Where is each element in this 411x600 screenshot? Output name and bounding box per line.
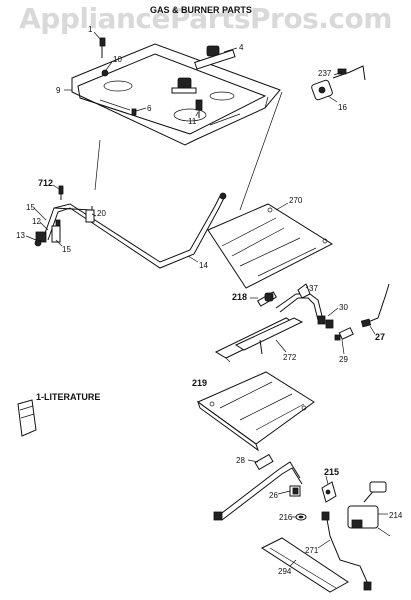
callout-leaders — [25, 31, 388, 567]
burner-box — [71, 43, 281, 146]
broiler-shield-219 — [197, 371, 315, 452]
orifice-29 — [334, 327, 354, 341]
burner-screw-1 — [99, 37, 106, 58]
bracket-215 — [321, 481, 337, 503]
broiler-burner-tube-28 — [213, 453, 303, 521]
callout-20: 20 — [97, 209, 106, 218]
burner-bracket-11 — [195, 99, 203, 118]
callout-219: 219 — [192, 378, 207, 388]
callout-294: 294 — [278, 567, 292, 576]
rail-294 — [260, 537, 349, 593]
callout-4: 4 — [239, 43, 244, 52]
bracket-37 — [297, 283, 311, 299]
callout-14: 14 — [199, 261, 208, 270]
clip-26 — [289, 485, 301, 497]
burner-screw-6 — [131, 108, 137, 116]
callout-10: 10 — [113, 55, 122, 64]
callout-215: 215 — [324, 467, 339, 477]
burner-shield-270 — [207, 203, 334, 289]
callout-26: 26 — [269, 491, 278, 500]
callout-labels: 1 4 10 9 6 11 237 16 712 15 20 12 13 15 … — [16, 25, 403, 576]
burner-valve-assembly-4 — [171, 45, 236, 94]
callout-237: 237 — [318, 69, 332, 78]
callout-16: 16 — [338, 103, 347, 112]
callout-9: 9 — [56, 86, 61, 95]
burner-grommet-10 — [101, 69, 109, 77]
igniter-218 — [257, 291, 277, 307]
callout-712: 712 — [38, 178, 53, 188]
callout-214: 214 — [389, 511, 403, 520]
callout-12: 12 — [32, 217, 41, 226]
leader-line — [94, 139, 101, 191]
literature-booklet-icon — [17, 399, 37, 437]
callout-270: 270 — [289, 196, 303, 205]
callout-27: 27 — [375, 332, 385, 342]
callout-30: 30 — [339, 303, 348, 312]
callout-11: 11 — [188, 117, 197, 126]
callout-13: 13 — [16, 231, 25, 240]
orifice-holder-16 — [311, 65, 366, 101]
gas-line-27 — [360, 283, 390, 328]
callout-15b: 15 — [62, 245, 71, 254]
callout-6: 6 — [147, 104, 152, 113]
manifold-screw-712 — [58, 185, 64, 200]
burner-tube-272 — [214, 317, 304, 363]
callout-216: 216 — [279, 513, 293, 522]
callout-1: 1 — [88, 25, 93, 34]
callout-271: 271 — [305, 546, 319, 555]
callout-272: 272 — [283, 353, 297, 362]
callout-218: 218 — [232, 292, 247, 302]
leader-line — [239, 91, 283, 211]
callout-29: 29 — [339, 355, 348, 364]
washer-216 — [295, 513, 307, 521]
manifold-valve-15 — [34, 219, 61, 247]
callout-37: 37 — [309, 284, 318, 293]
gas-manifold-pipe-14 — [43, 192, 227, 269]
gas-tube-271 — [321, 511, 372, 591]
callout-28: 28 — [236, 456, 245, 465]
literature-label: 1-LITERATURE — [36, 392, 100, 402]
valve-214 — [347, 481, 391, 537]
callout-15a: 15 — [26, 203, 35, 212]
diagram-title: GAS & BURNER PARTS — [150, 5, 252, 15]
